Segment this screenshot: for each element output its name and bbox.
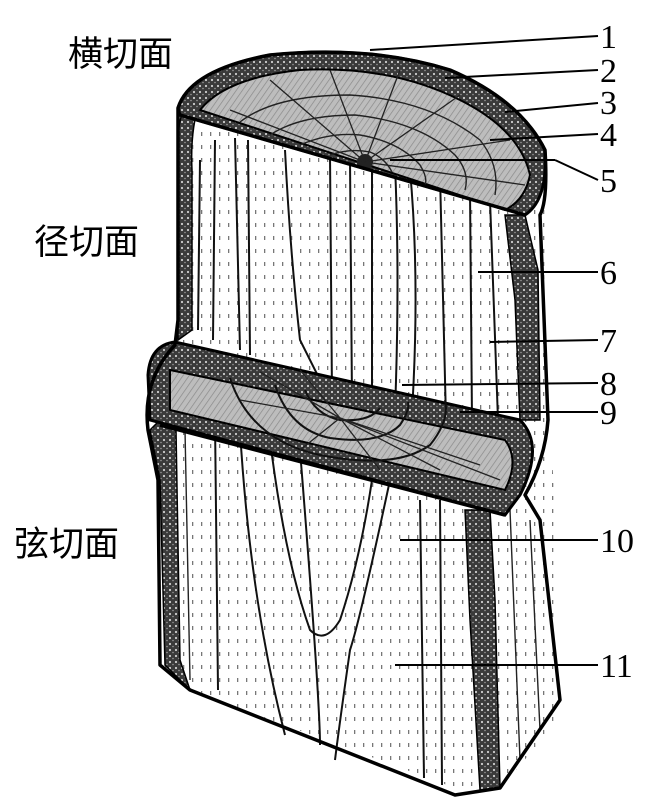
radial-section-label: 径切面 [34,223,139,263]
block-outline [145,50,562,797]
middle-cross-section [146,340,534,517]
transverse-section [176,50,547,217]
callout-number: 9 [600,395,617,432]
transverse-section-label: 横切面 [68,35,173,75]
callout-number: 6 [600,255,617,292]
callout-number: 11 [600,648,633,685]
transverse-rays [229,69,526,186]
callout-number: 7 [600,323,617,360]
tangential-section-label: 弦切面 [14,525,119,565]
callout-number: 1 [600,19,617,56]
callout-number: 2 [600,53,617,90]
callout-number: 8 [600,366,617,403]
callout-number: 10 [600,523,634,560]
leader-lines [369,35,599,666]
callout-number: 3 [600,85,617,122]
callout-number: 5 [600,163,617,200]
callout-number: 4 [600,117,617,154]
middle-rays [239,369,501,481]
